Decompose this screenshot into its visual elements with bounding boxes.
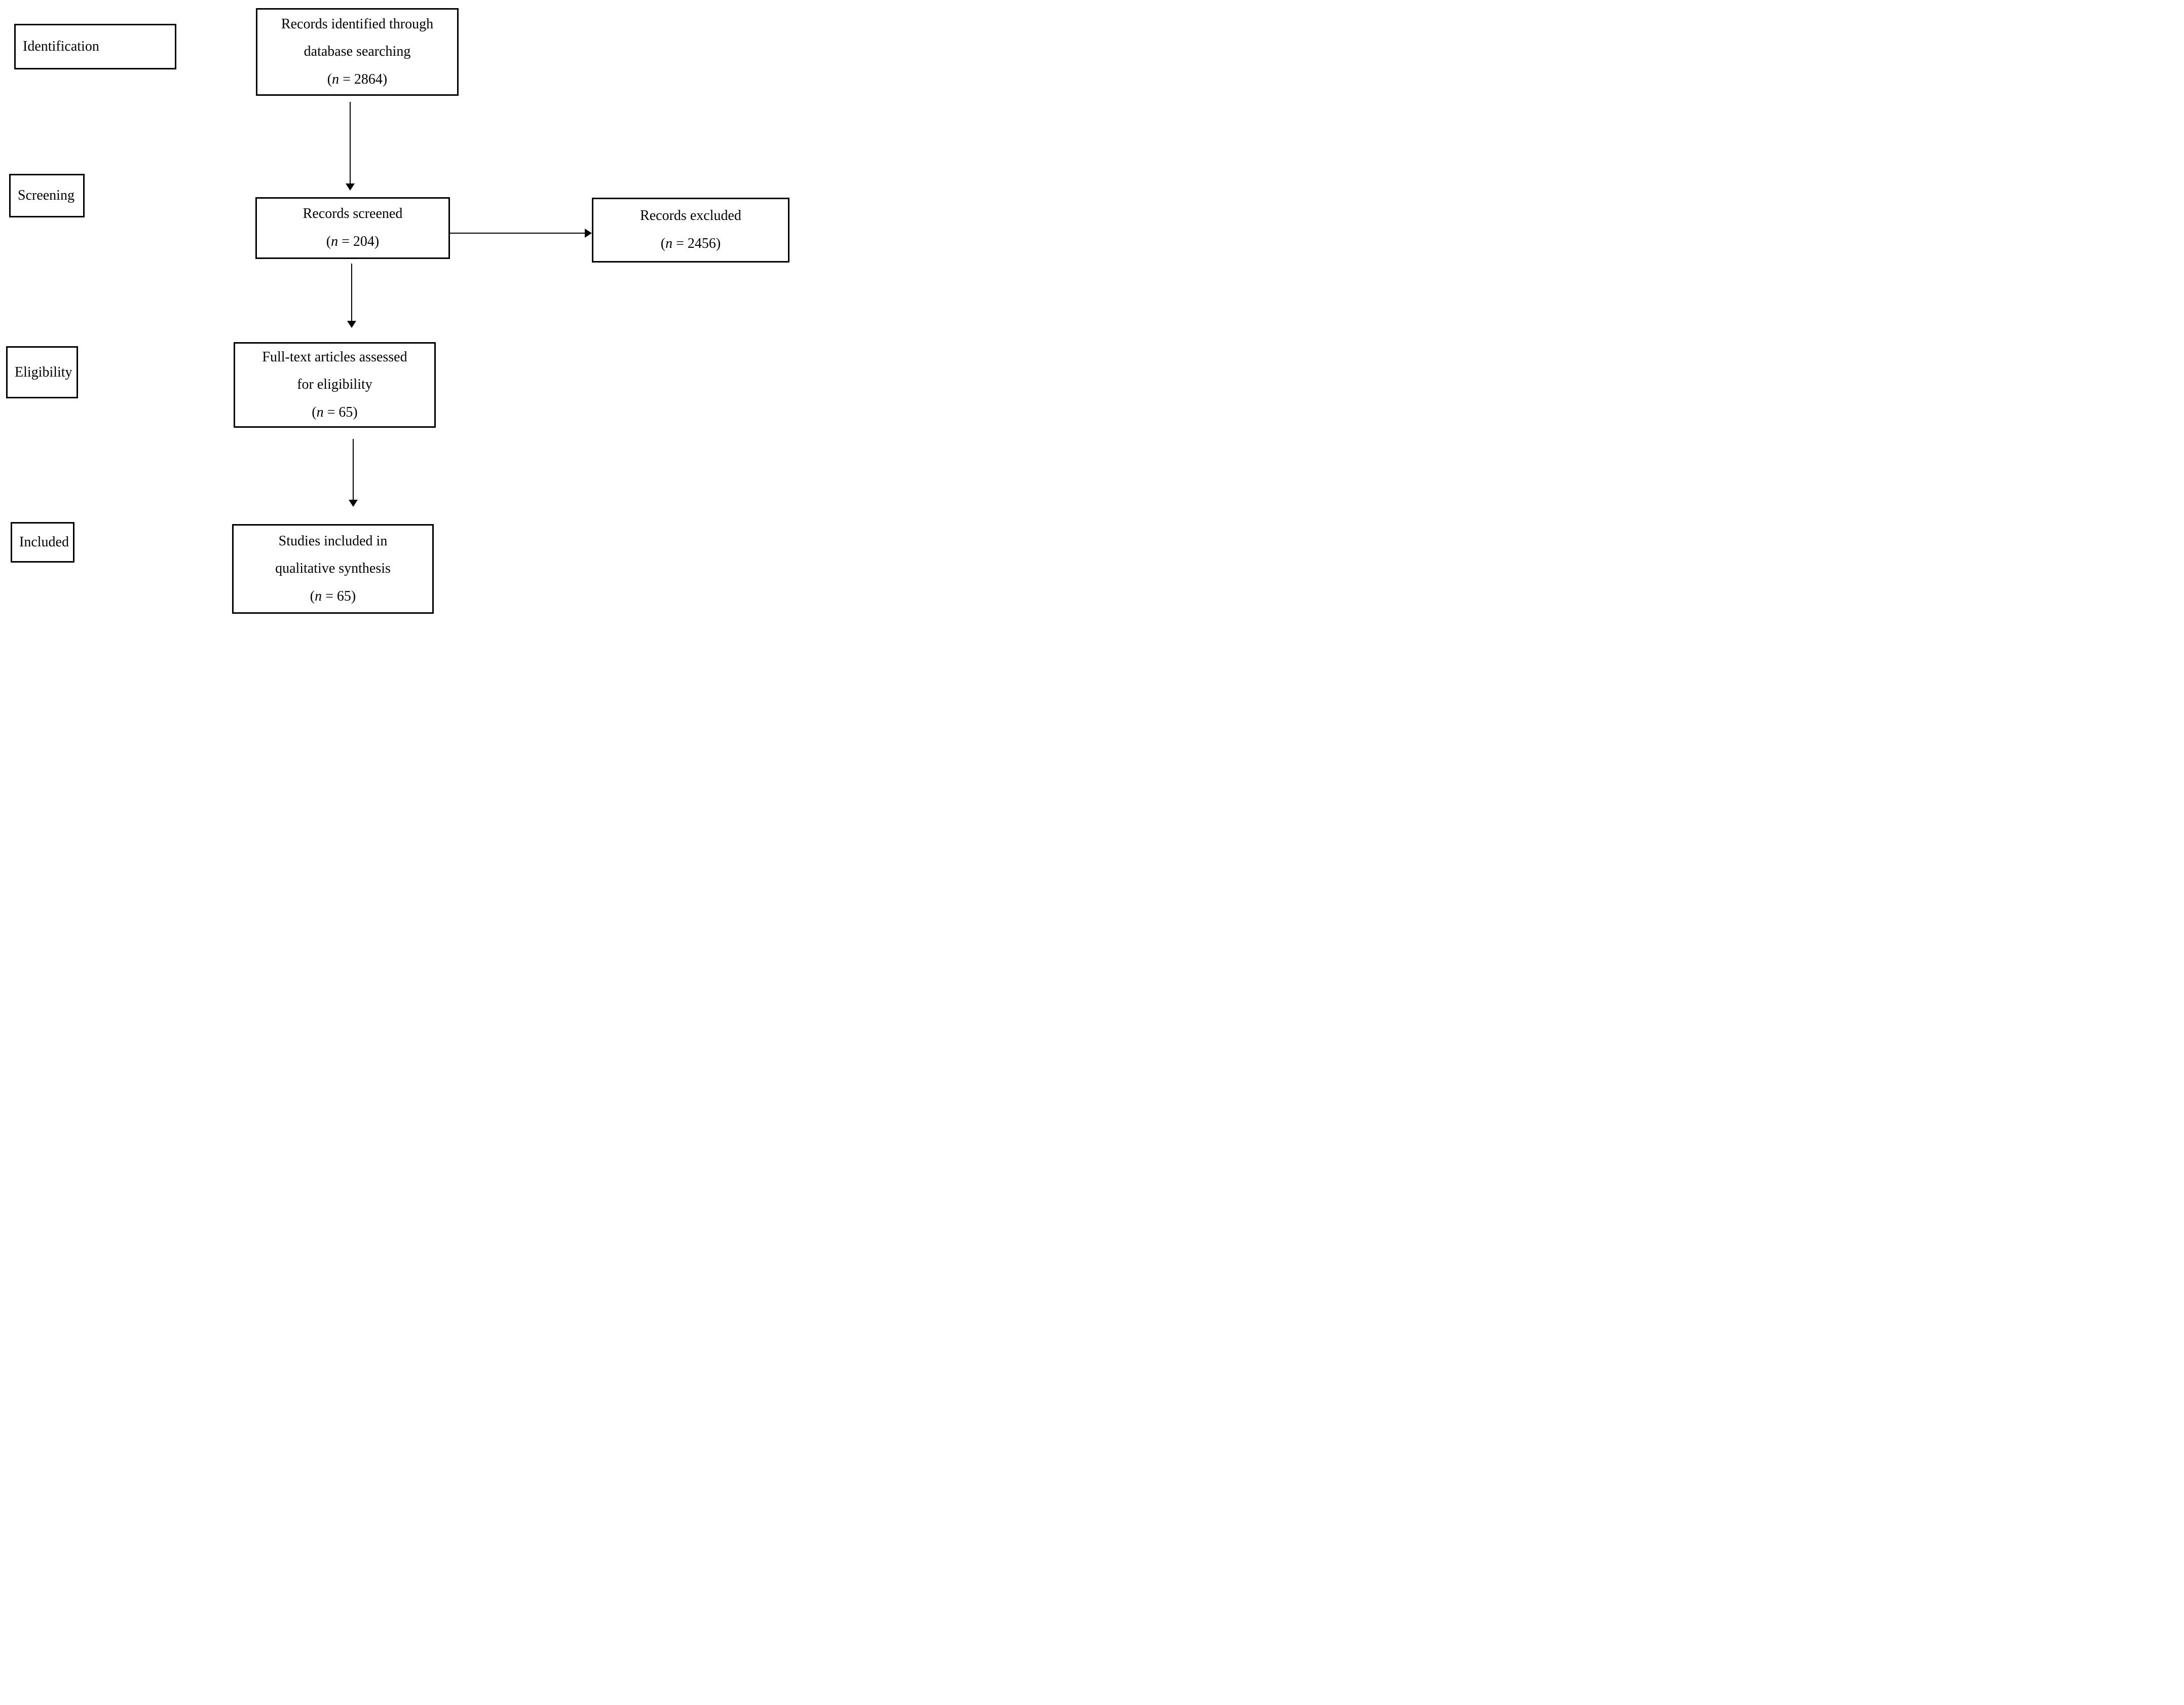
count-value-text: = 2864) [339,71,388,87]
count-open-paren: ( [310,588,315,604]
count-open-paren: ( [660,236,666,251]
count-text: (n = 204) [326,228,379,256]
count-n-variable: n [332,71,340,87]
flow-box-fulltext-assessed: Full-text articles assessed for eligibil… [234,342,436,428]
box-text-line: database searching [304,44,411,60]
stage-label-included: Included [11,522,74,563]
stage-label-text: Included [19,534,69,550]
arrow-down-icon [349,500,358,507]
flow-box-records-excluded: Records excluded (n = 2456) [592,198,789,263]
box-text-line: qualitative synthesis [275,561,391,577]
count-value-text: = 65) [323,404,358,420]
count-open-paren: ( [326,234,331,249]
box-text-line: Records screened [303,206,403,222]
count-n-variable: n [331,234,338,249]
stage-label-text: Screening [18,188,74,203]
count-text: (n = 2456) [661,230,721,258]
arrow-line [351,264,352,321]
stage-label-identification: Identification [14,24,176,69]
arrow-line [450,233,585,234]
count-text: (n = 2864) [327,66,387,94]
flow-box-records-identified: Records identified through database sear… [256,8,459,96]
box-text-line: Full-text articles assessed [262,349,407,365]
box-text-line: for eligibility [297,377,372,393]
count-text: (n = 65) [310,583,356,611]
arrow-line [353,439,354,500]
stage-label-text: Eligibility [15,364,72,380]
count-value-text: = 65) [322,588,356,604]
count-n-variable: n [665,236,673,251]
stage-label-text: Identification [23,39,99,54]
count-n-variable: n [316,404,324,420]
flow-box-records-screened: Records screened (n = 204) [255,197,450,259]
count-open-paren: ( [327,71,332,87]
box-text-line: Studies included in [278,533,388,549]
arrow-right-icon [585,229,592,238]
count-open-paren: ( [312,404,317,420]
stage-label-screening: Screening [9,174,85,217]
stage-label-eligibility: Eligibility [6,346,78,398]
count-n-variable: n [315,588,322,604]
count-value-text: = 204) [338,234,380,249]
count-text: (n = 65) [312,399,357,427]
arrow-down-icon [346,183,355,191]
flow-box-studies-included: Studies included in qualitative synthesi… [232,524,434,614]
box-text-line: Records excluded [640,208,741,224]
count-value-text: = 2456) [672,236,721,251]
box-text-line: Records identified through [281,16,434,32]
arrow-down-icon [347,321,356,328]
arrow-line [350,102,351,183]
prisma-flow-diagram: Identification Screening Eligibility Inc… [0,0,794,620]
